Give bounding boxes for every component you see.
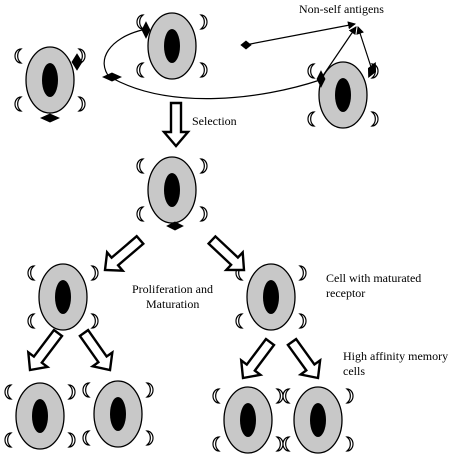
arrow-to-matured xyxy=(206,234,246,272)
receptor xyxy=(199,14,208,30)
arrow-to-clone-1 xyxy=(26,328,64,372)
nucleus xyxy=(335,78,351,112)
receptor xyxy=(298,265,307,281)
receptor xyxy=(282,436,291,452)
memory-cell-1 xyxy=(212,386,284,454)
flow-curve-left xyxy=(103,29,143,79)
receptor xyxy=(145,382,154,398)
matured-receptor-label-line1: Cell with maturated xyxy=(326,271,421,285)
receptor xyxy=(298,313,307,329)
antigen-selected xyxy=(166,221,184,231)
arrow-to-memory-2 xyxy=(286,337,322,380)
selection-label: Selection xyxy=(192,114,237,128)
receptor xyxy=(14,48,23,64)
receptor xyxy=(212,436,221,452)
receptor xyxy=(90,313,99,329)
receptor xyxy=(199,206,208,222)
receptor xyxy=(275,388,284,404)
cell-top-middle xyxy=(136,12,208,80)
cell-selected xyxy=(136,156,208,224)
nucleus xyxy=(240,403,256,437)
nucleus xyxy=(42,63,58,97)
receptor xyxy=(307,111,316,127)
nucleus xyxy=(310,403,326,437)
receptor xyxy=(370,111,379,127)
selection-arrow xyxy=(161,101,191,148)
clone-cell-2 xyxy=(82,380,154,448)
nucleus xyxy=(55,280,71,314)
receptor xyxy=(345,436,354,452)
antigen-arrow-2 xyxy=(319,26,357,81)
receptor xyxy=(136,14,145,30)
antigen-arrow-1 xyxy=(244,21,356,46)
nucleus xyxy=(164,173,180,207)
proliferation-label-line2: Maturation xyxy=(146,297,199,311)
memory-cell-2 xyxy=(282,386,354,454)
receptor xyxy=(27,265,36,281)
antigen-top-middle xyxy=(141,21,151,39)
receptor xyxy=(282,388,291,404)
non-self-antigens-label: Non-self antigens xyxy=(299,2,384,16)
flow-curve-bottom xyxy=(111,77,321,100)
receptor xyxy=(27,313,36,329)
antigen-top-left-right xyxy=(71,53,83,71)
receptor xyxy=(307,63,316,79)
clone-cell-1 xyxy=(4,382,76,450)
receptor xyxy=(14,96,23,112)
arrow-to-proliferating xyxy=(103,234,145,273)
antigen-arrow-3 xyxy=(356,26,373,71)
receptor xyxy=(82,382,91,398)
receptor xyxy=(199,62,208,78)
matured-receptor-label-line2: receptor xyxy=(326,286,365,300)
cell-proliferating xyxy=(27,263,99,331)
nucleus xyxy=(164,29,180,63)
receptor xyxy=(275,436,284,452)
receptor xyxy=(4,432,13,448)
receptor xyxy=(77,96,86,112)
receptor xyxy=(199,158,208,174)
memory-cells-label-line2: cells xyxy=(343,364,365,378)
antigen-top-left-bottom xyxy=(40,113,60,123)
receptor xyxy=(212,388,221,404)
receptor xyxy=(4,384,13,400)
receptor xyxy=(136,62,145,78)
arrow-to-memory-1 xyxy=(239,337,276,380)
receptor xyxy=(82,430,91,446)
proliferation-label-line1: Proliferation and xyxy=(132,282,213,296)
receptor xyxy=(136,206,145,222)
cells-layer xyxy=(4,12,379,454)
nucleus xyxy=(263,280,279,314)
antigen-flow-lines xyxy=(103,21,373,100)
nucleus xyxy=(32,399,48,433)
receptor xyxy=(67,384,76,400)
cell-matured xyxy=(235,263,307,331)
antigen-free-left xyxy=(102,72,122,82)
receptor xyxy=(145,430,154,446)
receptor xyxy=(67,432,76,448)
arrows-layer xyxy=(26,101,322,380)
receptor xyxy=(235,313,244,329)
cell-top-left xyxy=(14,46,86,114)
receptor xyxy=(136,158,145,174)
cell-bound-right xyxy=(307,61,379,129)
receptor xyxy=(90,265,99,281)
memory-cells-label-line1: High affinity memory xyxy=(343,349,448,363)
nucleus xyxy=(110,397,126,431)
arrow-to-clone-2 xyxy=(78,328,114,372)
receptor xyxy=(345,388,354,404)
